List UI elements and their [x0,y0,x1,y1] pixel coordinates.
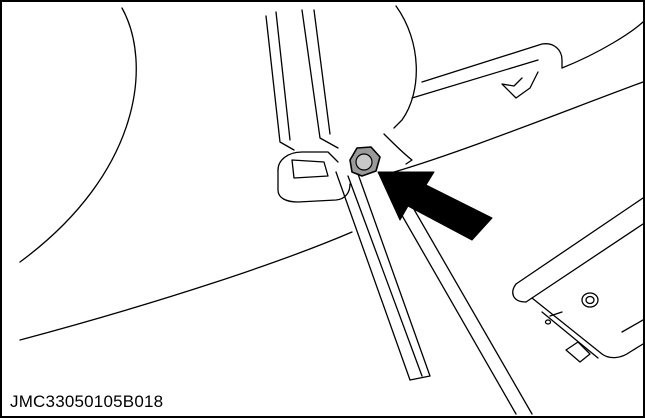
bracket-flange [383,133,413,165]
arrow-icon [377,171,493,241]
hook-bracket [501,71,539,99]
bolt-icon [349,146,381,177]
pillar-right-rail [301,9,339,149]
mounting-bracket [277,169,351,203]
long-rod [391,197,517,415]
support-leg-outer [335,171,431,381]
seat-rail [512,197,643,363]
right-body-sweep [561,21,643,69]
bracket-inner [291,159,329,179]
floor-edge-line [19,231,353,341]
long-rod-2 [403,191,533,415]
upper-body-outline [421,43,563,83]
backrest-panel [393,5,417,129]
left-panel-outline [19,7,137,263]
pillar-inner-rail [275,11,291,141]
right-body-lower [393,81,643,173]
mounting-bracket-top [277,151,339,171]
pillar-left-rail [265,15,295,151]
upper-body-outline-2 [411,59,539,99]
support-leg-inner [347,175,423,377]
pillar-far-rail [313,9,331,135]
figure-id-label: JMC33050105B018 [10,392,164,411]
